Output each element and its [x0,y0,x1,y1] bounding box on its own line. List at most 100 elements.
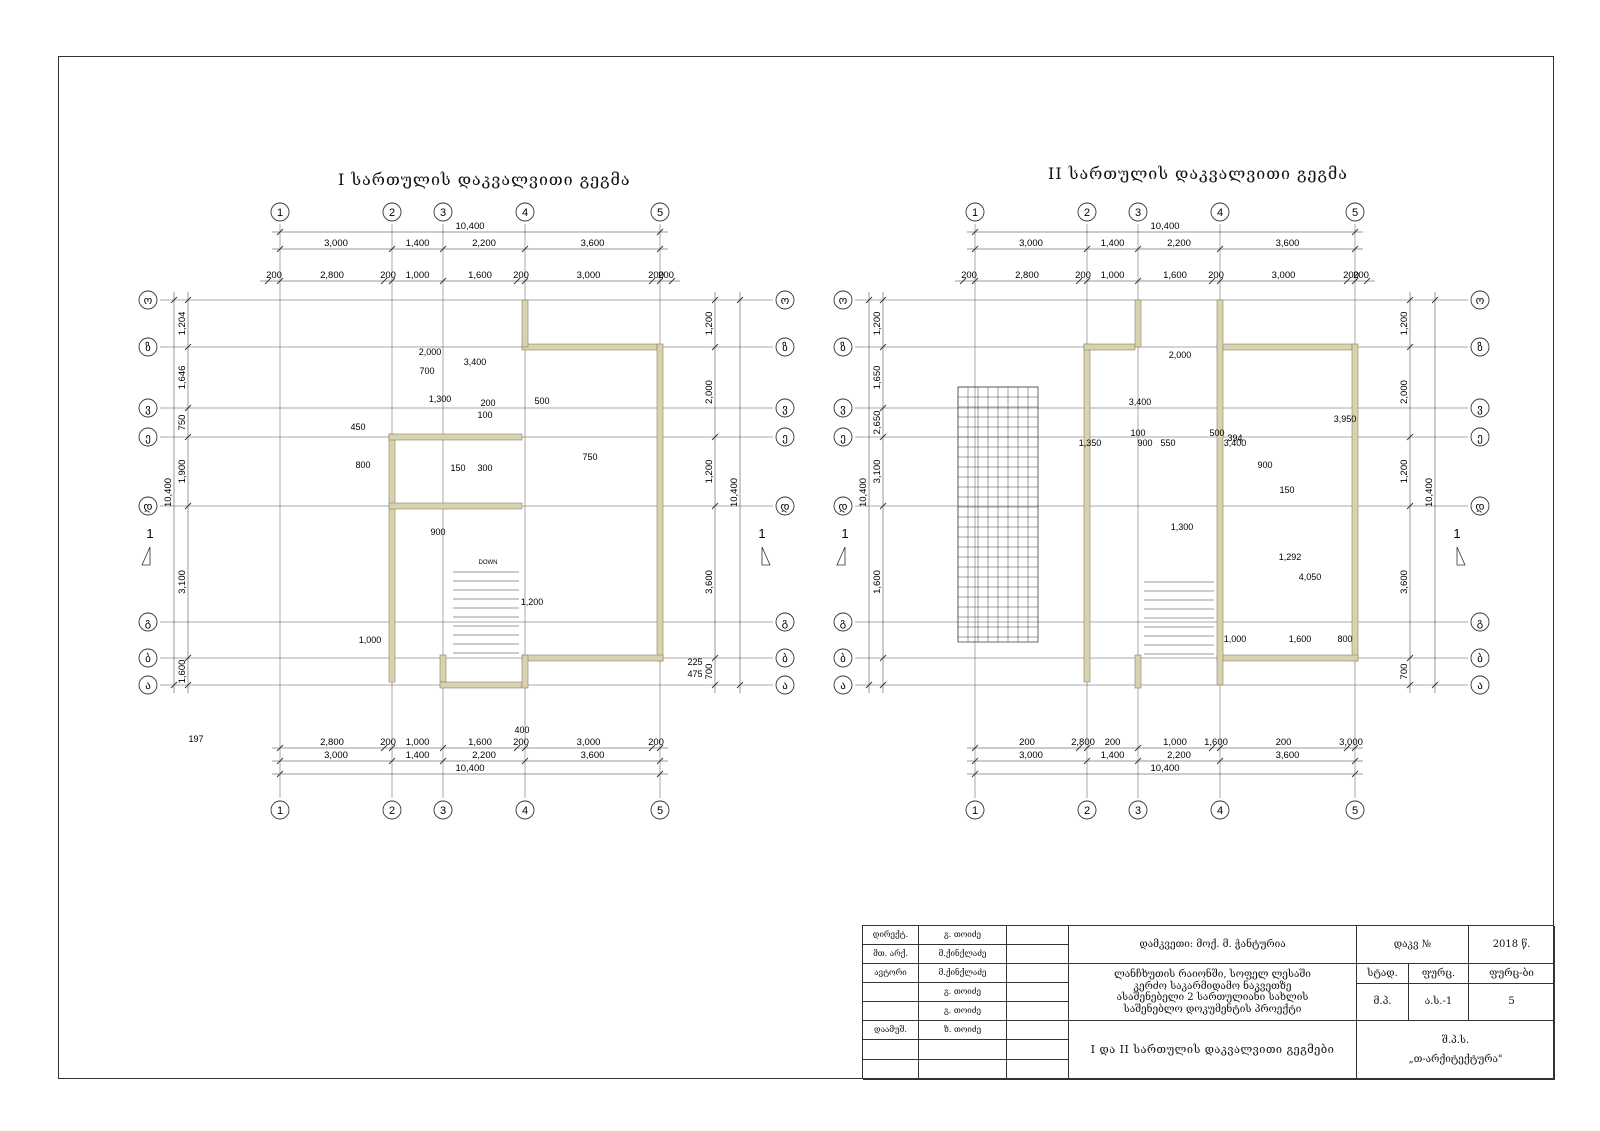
right-chain-tick [711,681,719,689]
tb-customer: დამკვეთი: მოქ. მ. ჭანტურია [1069,926,1357,964]
bottom-row1-label: 200 [1276,737,1292,748]
tb-sheet-label: ფურც. [1409,964,1469,984]
inner-dim: 900 [430,527,445,537]
bottom-total-label: 10,400 [1150,763,1179,774]
axis-bubble-row [138,337,158,357]
top-row2-label: 200 [648,270,664,281]
top-row2-tick [1363,277,1371,285]
inner-dim: 500 [534,396,549,406]
axis-label-2: 2 [389,805,395,817]
axis-label-5: 5 [657,805,663,817]
bottom-row2-tick [439,757,447,765]
top-row2-label: 200 [961,270,977,281]
bottom-row2-tick [1216,757,1224,765]
axis-label-row: ა [782,680,788,692]
tb-sign-8 [1007,1060,1069,1080]
wall-east [656,343,664,662]
left-chain-label: 1,204 [177,312,188,336]
bottom-row1-tick [276,744,284,752]
top-row2-tick [1343,277,1351,285]
axis-bubble-row [833,398,853,418]
axis-label-4: 4 [1217,207,1223,219]
tb-sign-3 [1007,964,1069,983]
axis-label-4: 4 [522,207,528,219]
axis-bubble-row [1470,398,1490,418]
axis-label-1: 1 [277,207,283,219]
bottom-row1-label: 200 [648,737,664,748]
right-chain-tick [1406,681,1414,689]
top-row2-label: 1,000 [1101,270,1125,281]
section-arrow-left [836,546,846,566]
inner-dim: 800 [355,460,370,470]
top-row2-label: 200 [658,270,674,281]
left-chain-label: 1,600 [872,570,883,594]
wall-y-d [388,502,523,510]
bottom-row2-tick [521,757,529,765]
top-row1-label: 2,200 [1167,238,1191,249]
axis-bubble-5 [1345,800,1365,820]
right-chain-label: 2,000 [1399,380,1410,404]
right-total-label: 10,400 [729,478,740,507]
axis-label-row: ო [781,295,790,307]
plan2-title: II სართულის დაკვალვითი გეგმა [1048,164,1348,183]
bottom-row1-tick [1083,744,1091,752]
inner-dim: 2,000 [1169,350,1192,360]
inner-dim: 3,400 [464,357,487,367]
axis-bubble-row [833,675,853,695]
axis-bubble-1 [965,800,985,820]
top-row1-tick [521,245,529,253]
plan1-title: I სართულის დაკვალვითი გეგმა [338,170,631,189]
axis-bubble-2 [382,202,402,222]
tb-sign-6 [1007,1021,1069,1040]
bottom-row2-tick [388,757,396,765]
wall-east [1351,343,1359,662]
inner-dim: 1,000 [359,635,382,645]
axis-bubble-row [138,648,158,668]
left-chain-tick [184,654,192,662]
top-row1-tick [1083,245,1091,253]
axis-label-row: ა [840,680,846,692]
right-chain-tick [1406,296,1414,304]
axis-label-row: ბ [145,652,151,665]
wall-x3-top [1134,299,1142,348]
axis-bubble-5 [650,202,670,222]
top-row2-tick [1075,277,1083,285]
top-total-tick [276,228,284,236]
left-chain-label: 1,200 [872,312,883,336]
inner-dim: 900 [1137,438,1152,448]
left-chain-label: 1,900 [177,460,188,484]
tb-company: შ.პ.ს. „თ-არქიტექტურა" [1357,1021,1555,1080]
axis-label-row: გ [782,617,788,629]
axis-label-row: ე [782,432,788,444]
right-chain-tick [711,343,719,351]
inner-dim: 1,600 [1289,634,1312,644]
tb-stage-label: სტად. [1357,964,1409,984]
bottom-row1-tick [1208,744,1216,752]
inner-dim: 300 [477,463,492,473]
right-chain-label: 3,600 [1399,570,1410,594]
left-chain-label: 750 [177,415,188,431]
axis-label-row: ვ [1477,403,1483,415]
axis-label-row: ბ [782,652,788,665]
top-row2-label: 3,000 [577,270,601,281]
inner-dim: 1,300 [429,394,452,404]
inner-dim: 150 [1279,485,1294,495]
right-chain-tick [1406,654,1414,662]
axis-bubble-row [1470,675,1490,695]
wall-x2 [388,433,396,683]
axis-bubble-1 [965,202,985,222]
bottom-total-label: 10,400 [455,763,484,774]
top-row2-tick [521,277,529,285]
tb-name-8 [919,1060,1007,1080]
axis-bubble-row [1470,496,1490,516]
bottom-row2-label: 3,000 [324,750,348,761]
wall-x4-top [521,299,529,348]
left-total-tick [170,681,178,689]
right-total-tick [1431,296,1439,304]
section-arrow-right [761,546,771,566]
top-row2-label: 2,800 [320,270,344,281]
top-row2-label: 1,600 [1163,270,1187,281]
section-arrow-left [141,546,151,566]
axis-label-row: დ [839,501,848,513]
